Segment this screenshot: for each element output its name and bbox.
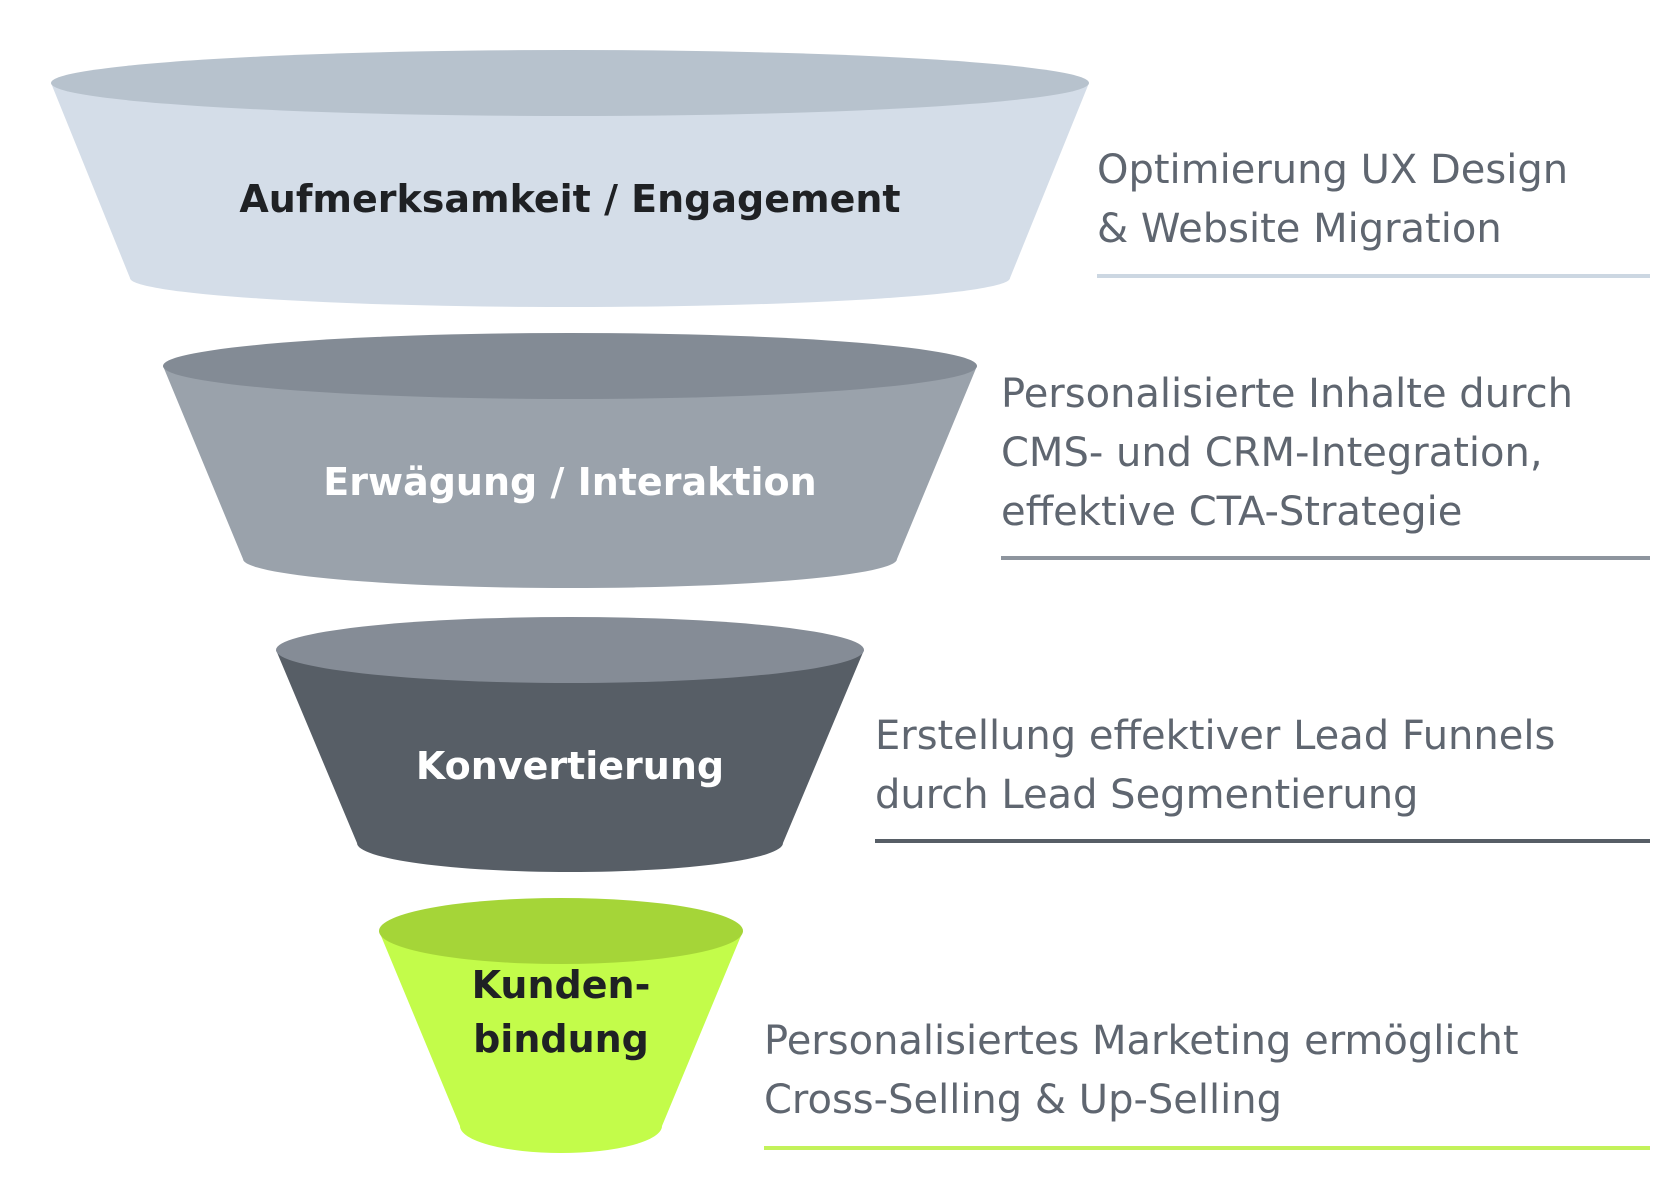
funnel-stage-4: Kunden-bindung — [379, 898, 743, 1153]
stage-description-line: Optimierung UX Design — [1097, 147, 1569, 193]
funnel-stage-title-line: Kunden- — [472, 963, 651, 1007]
stage-description-line: Erstellung effektiver Lead Funnels — [875, 713, 1556, 759]
stage-underline-1 — [1097, 274, 1650, 278]
stage-underline-3 — [875, 839, 1650, 843]
funnel-stage-title-line: bindung — [473, 1017, 649, 1061]
funnel-stage-1: Aufmerksamkeit / Engagement — [51, 50, 1089, 307]
stage-description-line: & Website Migration — [1097, 206, 1502, 252]
funnel-stage-rim — [51, 50, 1089, 116]
funnel-stage-title: Aufmerksamkeit / Engagement — [239, 177, 900, 221]
funnel-stage-body — [379, 931, 743, 1153]
funnel-stage-title: Kunden-bindung — [472, 963, 651, 1061]
funnel-stage-body — [51, 83, 1089, 307]
funnel-stage-body — [163, 366, 977, 588]
stage-description-1: Optimierung UX Design & Website Migration — [1097, 141, 1568, 259]
funnel-stage-title-line: Aufmerksamkeit / Engagement — [239, 177, 900, 221]
funnel-stage-title: Erwägung / Interaktion — [323, 460, 816, 504]
stage-description-line: Cross-Selling & Up-Selling — [764, 1077, 1282, 1123]
stage-description-3: Erstellung effektiver Lead Funnels durch … — [875, 707, 1555, 825]
funnel-stage-title: Konvertierung — [416, 744, 724, 788]
stage-underline-4 — [764, 1146, 1650, 1150]
funnel-stage-rim — [163, 333, 977, 399]
funnel-stage-rim — [379, 898, 743, 964]
funnel-stage-title-line: Konvertierung — [416, 744, 724, 788]
stage-description-line: Personalisiertes Marketing ermöglicht — [764, 1018, 1519, 1064]
funnel-stage-rim — [276, 617, 864, 683]
stage-description-line: effektive CTA-Strategie — [1001, 489, 1463, 535]
stage-description-line: Personalisierte Inhalte durch — [1001, 371, 1573, 417]
stage-description-line: durch Lead Segmentierung — [875, 772, 1419, 818]
stage-description-line: CMS- und CRM-Integration, — [1001, 430, 1543, 476]
funnel-stage-title-line: Erwägung / Interaktion — [323, 460, 816, 504]
funnel-stage-2: Erwägung / Interaktion — [163, 333, 977, 588]
stage-underline-2 — [1001, 556, 1650, 560]
funnel-stage-body — [276, 650, 864, 872]
funnel-stage-3: Konvertierung — [276, 617, 864, 872]
